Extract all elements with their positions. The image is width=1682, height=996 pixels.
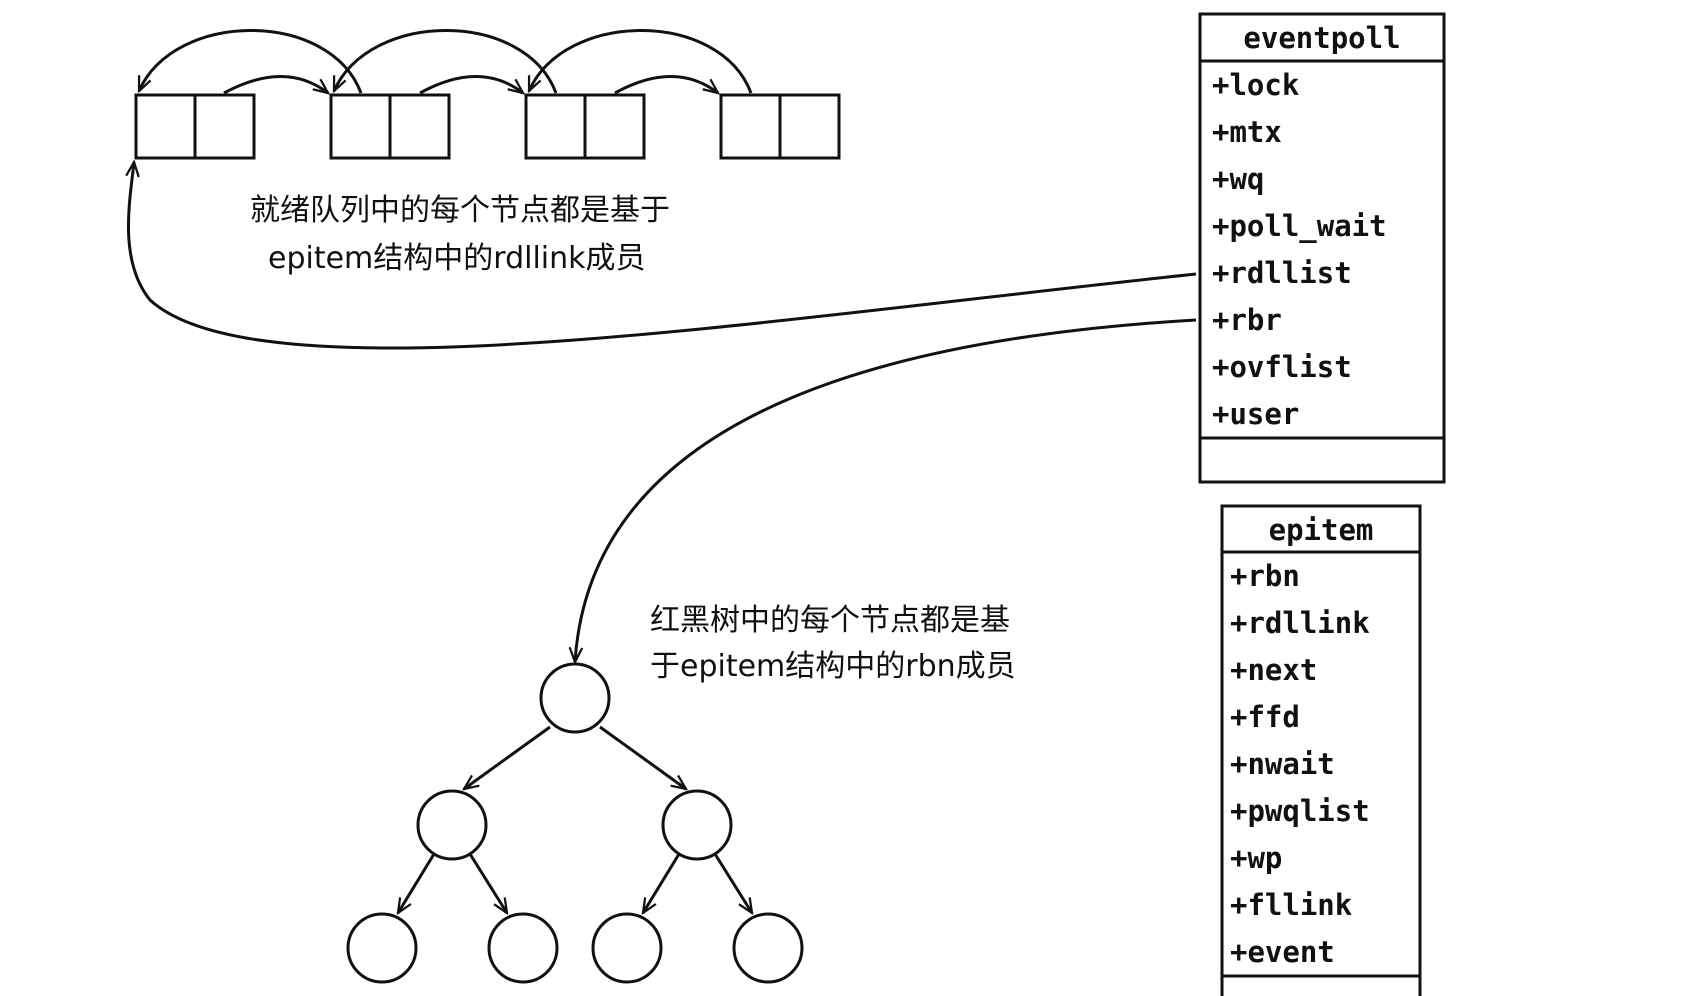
eventpoll-field: +rbr [1212, 303, 1282, 337]
tree-node [591, 912, 663, 984]
epitem-field: +ffd [1230, 700, 1300, 734]
ready-list-caption-line1: 就绪队列中的每个节点都是基于 [250, 193, 670, 228]
tree-node [487, 912, 559, 984]
ready-list-node [719, 93, 841, 160]
epitem-field: +rbn [1230, 559, 1300, 593]
epitem-field: +wp [1230, 841, 1282, 875]
eventpoll-class-box: eventpoll +lock +mtx +wq +poll_wait +rdl… [1198, 12, 1446, 484]
prev-link-arrow [137, 29, 363, 93]
tree-edge-arrow [599, 725, 686, 789]
eventpoll-field: +wq [1212, 162, 1264, 196]
epitem-field: +pwqlist [1230, 794, 1370, 828]
tree-node [732, 912, 804, 984]
eventpoll-field: +poll_wait [1212, 209, 1387, 243]
eventpoll-field: +lock [1212, 68, 1299, 102]
epitem-field: +rdllink [1230, 606, 1370, 640]
eventpoll-field: +ovflist [1212, 350, 1352, 384]
tree-node [416, 789, 488, 861]
prev-link-arrow [332, 29, 558, 93]
eventpoll-field: +mtx [1212, 115, 1282, 149]
rb-tree [346, 662, 804, 984]
eventpoll-field: +rdllist [1212, 256, 1352, 290]
ready-list-node [134, 93, 256, 160]
rb-tree-caption-line2: 于epitem结构中的rbn成员 [650, 649, 1016, 684]
prev-link-arrow [527, 29, 753, 93]
ready-list-node [524, 93, 646, 160]
epitem-field: +next [1230, 653, 1317, 687]
next-link-arrow [223, 75, 328, 94]
next-link-arrow [419, 75, 523, 94]
epitem-field: +fllink [1230, 888, 1352, 922]
tree-node [539, 662, 611, 734]
ready-list [134, 29, 841, 160]
epitem-title: epitem [1269, 513, 1374, 547]
rdllist-to-ready-list-arrow [128, 162, 1197, 350]
tree-node [346, 912, 418, 984]
ready-list-caption-line2: epitem结构中的rdllink成员 [268, 241, 646, 276]
epitem-class-box: epitem +rbn +rdllink +next +ffd +nwait +… [1220, 504, 1422, 996]
tree-edge-arrow [464, 725, 551, 789]
eventpoll-field: +user [1212, 397, 1299, 431]
rbr-to-tree-root-arrow [575, 318, 1197, 662]
tree-edge-arrow [713, 853, 752, 913]
tree-edge-arrow [468, 853, 507, 913]
eventpoll-title: eventpoll [1243, 21, 1400, 55]
epitem-field: +event [1230, 935, 1335, 969]
tree-node [661, 789, 733, 861]
epitem-field: +nwait [1230, 747, 1335, 781]
next-link-arrow [614, 75, 718, 94]
tree-edge-arrow [398, 853, 436, 913]
rb-tree-caption-line1: 红黑树中的每个节点都是基 [650, 603, 1010, 638]
ready-list-node [329, 93, 451, 160]
tree-edge-arrow [643, 853, 681, 913]
